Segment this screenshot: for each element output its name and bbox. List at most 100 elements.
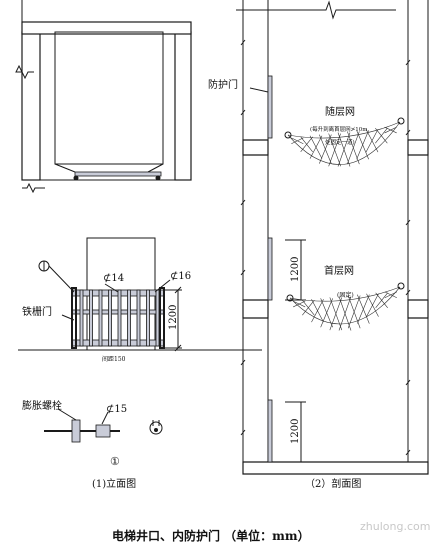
net-strand <box>375 292 388 309</box>
label-follow-net-note-1: (每升到离首层网≯10m <box>310 125 368 133</box>
net-strand <box>347 295 361 329</box>
caption-section: （2）剖面图 <box>305 477 361 490</box>
guard-door-label-leader <box>249 87 269 93</box>
plan-guard-door <box>74 171 162 177</box>
plan-shaft-inner <box>54 31 164 165</box>
phi15-leader <box>101 411 109 425</box>
net-strand <box>311 299 324 323</box>
hatch-mark <box>405 289 411 296</box>
label-circle-one: ① <box>110 455 120 468</box>
bolt-sleeve <box>95 424 111 438</box>
hatch-mark <box>240 359 246 366</box>
net-strand <box>293 300 306 308</box>
slab-upper-left <box>242 139 269 156</box>
gate-bar <box>117 289 122 347</box>
plan-hinge-right <box>155 175 161 181</box>
label-follow-net: 随层网 <box>325 105 355 118</box>
net-strand <box>329 297 343 331</box>
net-strand <box>375 127 388 144</box>
slab-lower <box>242 461 429 475</box>
gate-bar <box>89 289 93 347</box>
slab-middle-right <box>407 299 429 319</box>
hatch-mark <box>405 219 411 226</box>
guard-door-middle <box>267 237 273 301</box>
net-strand <box>300 136 313 153</box>
wall-hatch-marks <box>240 39 411 456</box>
bolt-nut-end-view <box>149 420 163 435</box>
first-net-outline <box>289 286 401 325</box>
net-strand <box>356 130 369 160</box>
phi16-leader <box>154 279 171 293</box>
plan-wall-top <box>21 21 192 35</box>
section-view <box>236 0 429 475</box>
plan-wall-left <box>21 31 41 181</box>
net-strand <box>302 299 315 316</box>
dim-section-low-1200: 1200 <box>290 419 301 444</box>
first-net-anchor-right <box>397 282 405 290</box>
bolt-label-leader <box>57 408 77 421</box>
follow-net-outline <box>287 121 401 165</box>
net-strand <box>357 294 370 324</box>
label-fixed-note: (固定) <box>337 291 354 299</box>
plan-wall-right <box>174 31 192 181</box>
label-spacing: 间距150 <box>102 355 126 363</box>
hatch-mark <box>240 429 246 436</box>
slab-upper-right <box>407 139 429 156</box>
plan-view <box>15 0 192 194</box>
slab-middle-left <box>242 299 269 319</box>
label-expansion-bolt: 膨胀螺栓 <box>22 399 62 412</box>
follow-net-anchor-left <box>284 131 292 139</box>
gate-post-left <box>71 287 77 349</box>
bolt-nut-left <box>71 419 81 443</box>
net-strand <box>365 129 379 153</box>
iron-gate-leader <box>61 314 75 321</box>
label-iron-gate: 铁栅门 <box>22 305 52 318</box>
guard-door-lower <box>267 399 273 463</box>
hatch-mark <box>240 199 246 206</box>
gate-bar <box>127 289 131 347</box>
plan-hinge-left <box>73 175 79 181</box>
dim-section-mid-1200: 1200 <box>290 257 301 282</box>
hatch-mark <box>240 39 246 46</box>
plan-break-mark-bottom <box>22 182 45 194</box>
watermark: zhulong.com <box>360 520 430 533</box>
net-strand <box>328 133 341 167</box>
hatch-mark <box>405 129 411 136</box>
net-strand <box>384 126 397 134</box>
gate-bar <box>79 289 84 347</box>
plan-break-mark <box>15 64 34 80</box>
follow-net-anchor-right <box>397 117 405 125</box>
gate-bar <box>136 289 141 347</box>
follow-net <box>284 117 405 167</box>
net-strand <box>320 298 333 328</box>
first-floor-net <box>286 282 405 331</box>
label-phi16: ⊄16 <box>170 271 191 282</box>
net-strand <box>291 137 304 145</box>
elevation-view <box>18 237 262 352</box>
net-strand <box>338 296 352 331</box>
plan-door-jamb-left <box>54 163 76 173</box>
first-net-anchor-left <box>286 294 294 302</box>
net-strand <box>366 293 379 317</box>
gate-bar <box>98 289 103 347</box>
section-break-mark <box>236 0 396 20</box>
net-strand <box>309 135 323 159</box>
net-strand <box>384 291 397 299</box>
gate-bars <box>79 289 160 347</box>
first-net-mesh <box>293 291 397 331</box>
guard-door-upper <box>267 75 273 139</box>
hatch-mark <box>240 109 246 116</box>
hatch-mark <box>405 59 411 66</box>
bolt-nut-end-hole <box>154 428 158 432</box>
hatch-mark <box>405 449 411 456</box>
phi14-leader <box>104 283 119 293</box>
caption-elevation: (1)立面图 <box>92 477 136 490</box>
label-first-floor-net: 首层网 <box>324 264 354 277</box>
main-title: 电梯井口、内防护门 （单位：mm） <box>112 528 310 543</box>
net-strand <box>337 132 351 167</box>
first-net-top <box>289 286 401 302</box>
gate-bar <box>155 289 160 347</box>
dim-elev-slash-bottom <box>174 344 182 352</box>
gate-post-right <box>159 287 165 349</box>
